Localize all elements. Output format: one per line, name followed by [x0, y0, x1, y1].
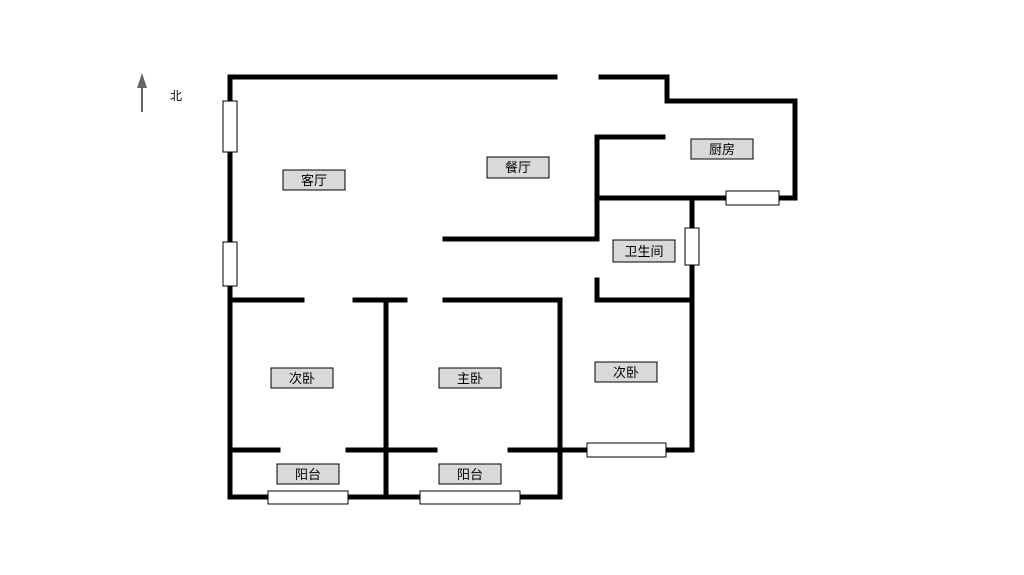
room-label-text: 次卧 [613, 365, 639, 381]
north-label: 北 [170, 89, 182, 103]
room-label-balcony-west: 阳台 [276, 463, 340, 485]
room-label-text: 主卧 [457, 372, 483, 387]
room-label-master-bedroom: 主卧 [438, 367, 502, 389]
wall-north-east [598, 74, 798, 201]
window-bedroom-east [586, 442, 667, 458]
room-label-text: 餐厅 [505, 160, 531, 176]
room-label-text: 次卧 [289, 371, 315, 387]
room-label-balcony-east: 阳台 [438, 463, 502, 485]
room-label-kitchen: 厨房 [690, 138, 754, 160]
window-bathroom [684, 227, 700, 266]
window-balcony-west [267, 490, 349, 505]
window-balcony-east [419, 490, 521, 505]
room-label-text: 厨房 [709, 142, 735, 158]
room-label-text: 客厅 [301, 173, 327, 189]
room-label-text: 阳台 [295, 468, 321, 483]
room-label-dining-room: 餐厅 [486, 156, 550, 179]
wall-bathroom-south [594, 277, 695, 303]
north-indicator: 北 [137, 73, 182, 112]
room-label-living-room: 客厅 [282, 169, 346, 191]
north-arrow-icon [137, 73, 147, 112]
room-label-text: 卫生间 [624, 245, 663, 260]
window-west-south [222, 241, 238, 287]
windows [222, 100, 780, 505]
window-west-north [222, 100, 238, 153]
room-label-bathroom: 卫生间 [612, 239, 676, 263]
wall-kitchen-west [442, 134, 666, 242]
room-label-secondary-bedroom-east: 次卧 [594, 361, 658, 383]
window-kitchen [725, 190, 780, 206]
room-label-secondary-bedroom-west: 次卧 [270, 367, 334, 389]
room-label-text: 阳台 [457, 468, 483, 483]
